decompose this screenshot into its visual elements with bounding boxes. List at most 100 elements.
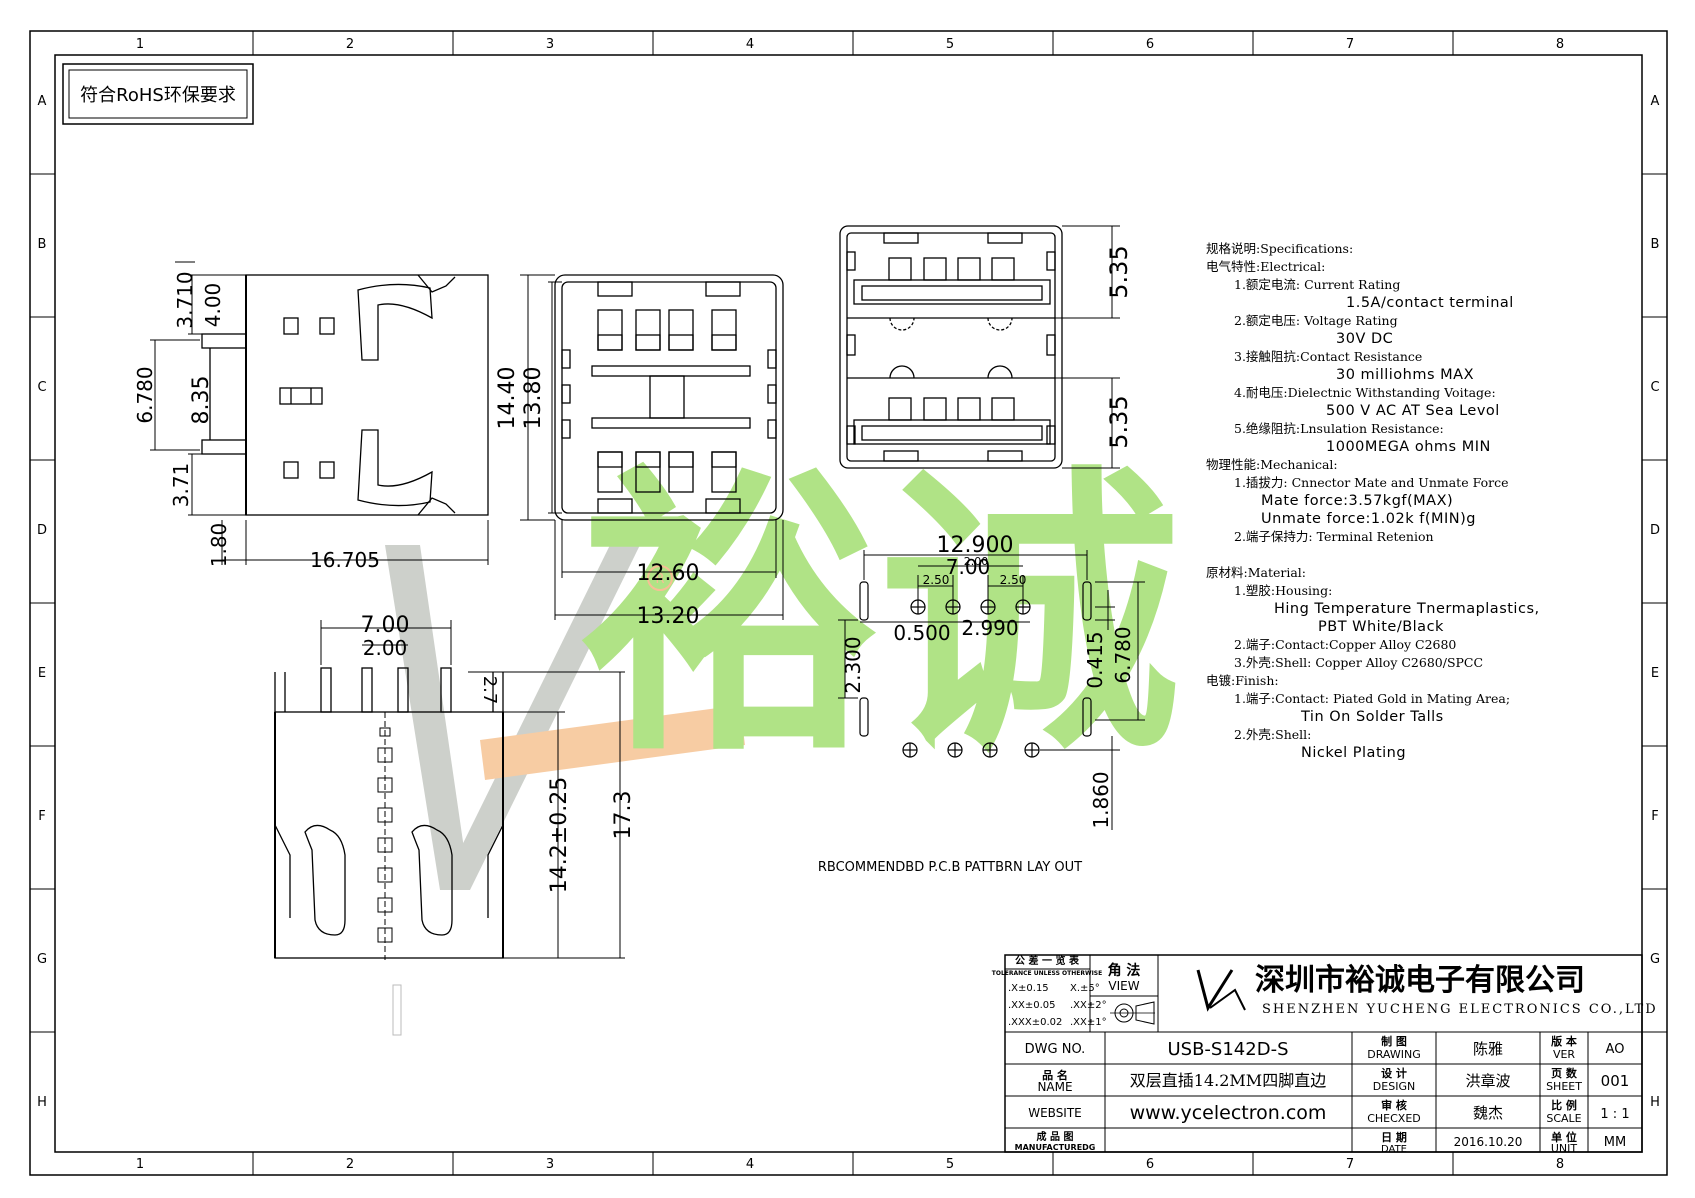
name-label-cn: 品 名 [1042, 1068, 1068, 1082]
spec-value: PBT White/Black [1318, 619, 1444, 635]
spec-line: 2.端子:Contact:Copper Alloy C2680 [1234, 637, 1457, 652]
side-view [150, 261, 489, 565]
sheet-label-en: SHEET [1546, 1080, 1582, 1093]
row-label: F [38, 809, 45, 824]
dim-700: 7.00 [946, 555, 991, 579]
name-value: 双层直插14.2MM四脚直边 [1130, 1071, 1326, 1090]
drawing-value: 陈雅 [1473, 1040, 1503, 1058]
spec-line: 1.额定电流: Current Rating [1234, 277, 1401, 292]
row-label: A [1651, 94, 1660, 109]
col-label: 5 [946, 1157, 954, 1172]
col-label: 2 [346, 1157, 354, 1172]
row-label: G [37, 952, 47, 967]
dim-173: 17.3 [611, 791, 636, 840]
row-label: H [1650, 1095, 1660, 1110]
frame-labels: 1 2 3 4 5 6 7 8 1 2 3 4 5 6 7 8 A B C D … [37, 37, 1660, 1172]
pcb-layout-dims: 12.900 7.00 2.00 2.50 2.50 0.500 2.990 2… [818, 533, 1135, 875]
date-label-cn: 日 期 [1381, 1130, 1407, 1144]
dim-180: 1.80 [207, 523, 231, 568]
front-view-dims: 14.40 13.80 12.60 13.20 [495, 367, 699, 629]
spec-value: Nickel Plating [1301, 745, 1407, 761]
col-label: 1 [136, 1157, 144, 1172]
design-label-en: DESIGN [1373, 1080, 1415, 1093]
dim-1380: 13.80 [521, 367, 546, 430]
spec-value: 30V DC [1336, 331, 1394, 347]
spec-value: Tin On Solder Talls [1301, 709, 1444, 725]
dim-142: 14.2±0.25 [547, 777, 572, 893]
col-label: 1 [136, 37, 144, 52]
pcb-layout [838, 550, 1145, 830]
col-label: 6 [1146, 37, 1154, 52]
unit-label-en: UNIT [1551, 1142, 1578, 1155]
dim-535-bottom: 5.35 [1105, 395, 1133, 448]
name-label-en: NAME [1037, 1080, 1072, 1094]
sheet-frame [29, 30, 1668, 1176]
dim-535-top: 5.35 [1105, 245, 1133, 298]
watermark-text: 裕诚 [580, 442, 1180, 791]
spec-value: 1.5A/contact terminal [1346, 295, 1514, 311]
dim-16705: 16.705 [310, 548, 380, 572]
tolerance-4: .XX±2° [1070, 1000, 1107, 1011]
tolerance-2: X.±5° [1070, 983, 1100, 994]
checked-label-cn: 审 核 [1381, 1098, 1407, 1112]
col-label: 7 [1346, 37, 1354, 52]
lower-view-dims: 7.00 2.00 2.7 14.2±0.25 17.3 [361, 613, 636, 893]
side-view-dims: 3.710 4.00 6.780 8.35 3.71 1.80 16.705 [133, 271, 380, 572]
tolerance-title: 公 差 一 览 表 [1015, 954, 1080, 967]
scale-label-en: SCALE [1546, 1112, 1581, 1125]
row-label: G [1650, 952, 1660, 967]
spec-value: Mate force:3.57kgf(MAX) [1261, 493, 1454, 509]
col-label: 8 [1556, 1157, 1564, 1172]
port-view [839, 225, 1120, 469]
col-label: 3 [546, 1157, 554, 1172]
row-label: H [37, 1095, 47, 1110]
dim-6780: 6.780 [133, 366, 157, 423]
dwg-no-value: USB-S142D-S [1167, 1039, 1288, 1060]
design-value: 洪章波 [1465, 1072, 1510, 1090]
spec-line: 电镀:Finish: [1206, 673, 1279, 688]
ver-value: AO [1606, 1042, 1625, 1057]
watermark-gray-stroke-2 [440, 545, 640, 890]
watermark-registered-mark: R [655, 572, 664, 587]
port-view-dims: 5.35 5.35 [1105, 245, 1133, 448]
dim-371: 3.71 [169, 463, 193, 508]
date-label-en: DATE [1381, 1144, 1407, 1155]
tolerance-3: .XX±0.05 [1008, 1000, 1056, 1011]
dim-0415: 0.415 [1083, 631, 1107, 688]
dim-1860: 1.860 [1089, 771, 1113, 828]
title-block [1004, 954, 1643, 1153]
dim-27: 2.7 [479, 676, 500, 705]
watermark-logo: 裕诚 R [385, 442, 1180, 890]
spec-line: 1.塑胶:Housing: [1234, 583, 1333, 598]
sheet-value: 001 [1601, 1072, 1630, 1090]
row-label: F [1651, 809, 1658, 824]
dim-2300: 2.300 [841, 636, 865, 693]
spec-value: Unmate force:1.02k f(MIN)g [1261, 511, 1476, 527]
spec-line: 2.额定电压: Voltage Rating [1234, 313, 1398, 328]
col-label: 8 [1556, 37, 1564, 52]
dim-200: 2.00 [964, 555, 989, 568]
col-label: 6 [1146, 1157, 1154, 1172]
website-label: WEBSITE [1028, 1106, 1082, 1120]
spec-line: 电气特性:Electrical: [1206, 259, 1326, 274]
row-label: C [37, 380, 46, 395]
dim-6780-pcb: 6.780 [1111, 626, 1135, 683]
spec-line: 4.耐电压:Dielectnic Withstanding Voitage: [1234, 385, 1496, 400]
dim-700-lower: 7.00 [361, 613, 410, 638]
dim-0500: 0.500 [893, 621, 950, 645]
dim-835: 8.35 [189, 376, 214, 425]
dim-1320: 13.20 [637, 604, 700, 629]
spec-line: 5.绝缘阻抗:Lnsulation Resistance: [1234, 421, 1444, 436]
spec-line [1206, 546, 1540, 564]
angle-view-title: 角 法 [1108, 962, 1141, 979]
spec-line: 原材料:Material: [1206, 565, 1307, 580]
date-value: 2016.10.20 [1454, 1135, 1523, 1149]
row-label: D [37, 523, 47, 538]
col-label: 3 [546, 37, 554, 52]
row-label: C [1650, 380, 1659, 395]
spec-value: 30 milliohms MAX [1336, 367, 1475, 383]
lower-view [274, 620, 625, 1036]
row-label: A [38, 94, 47, 109]
mfg-label-cn: 成 品 图 [1037, 1130, 1074, 1143]
